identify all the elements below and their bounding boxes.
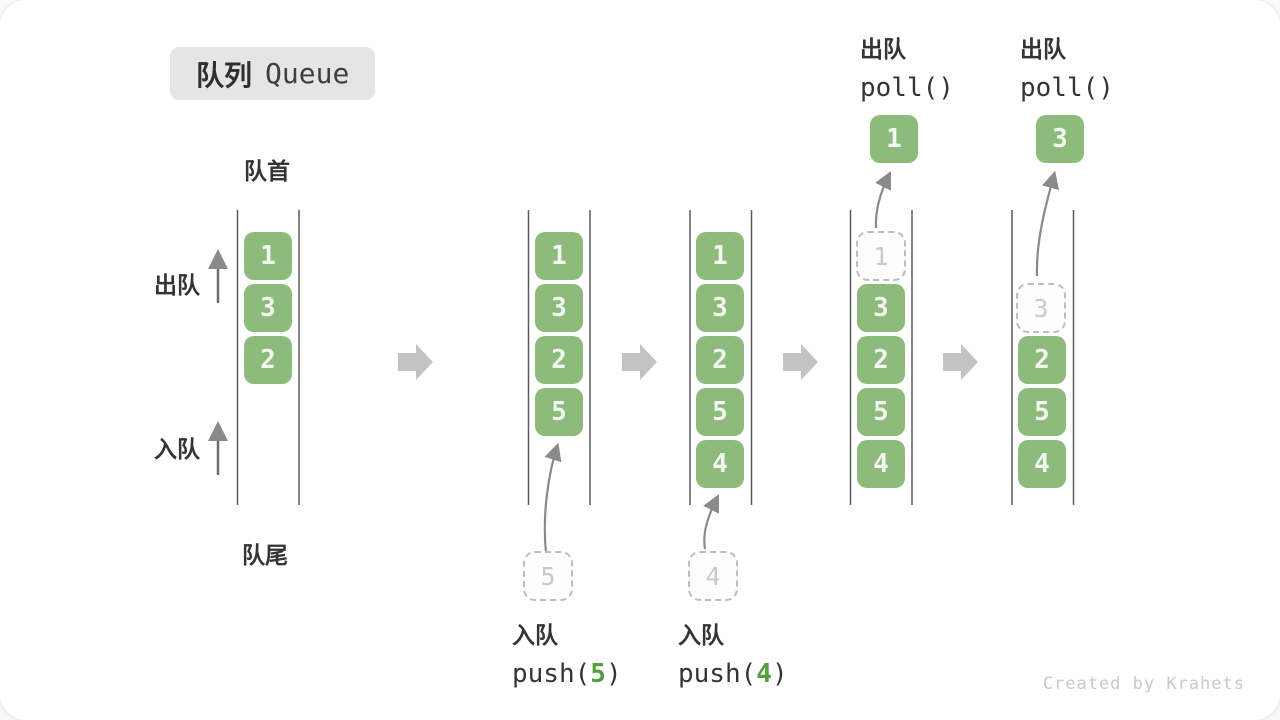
enqueue-side-label: 入队 <box>154 437 200 463</box>
poll2-code: poll() <box>1020 73 1114 103</box>
queue-cell: 5 <box>696 388 744 436</box>
title-zh: 队列 <box>196 58 253 92</box>
push4-operation-label: 入队 push(4) <box>678 616 788 689</box>
popped-cell: 1 <box>870 115 918 163</box>
queue-cell: 5 <box>535 388 583 436</box>
queue-container-walls <box>236 210 1075 505</box>
poll1-cjk: 出队 <box>860 37 906 63</box>
queue-cell: 4 <box>1018 440 1066 488</box>
step-arrow-icon-1 <box>398 344 433 380</box>
push4-code: push(4) <box>678 659 788 689</box>
popped-cell: 3 <box>1036 115 1084 163</box>
queue-cell: 2 <box>696 336 744 384</box>
watermark: Created by Krahets <box>1042 674 1245 694</box>
step-arrow-icon-3 <box>783 344 818 380</box>
step-arrow-icon-2 <box>622 344 657 380</box>
queue-cell: 3 <box>696 284 744 332</box>
queue-cell: 5 <box>857 388 905 436</box>
pending-cell: 4 <box>688 551 738 601</box>
poll1-pointer-arrow-icon <box>874 171 891 229</box>
poll2-pointer-arrow-icon <box>1035 170 1059 277</box>
queue-cell: 1 <box>696 232 744 280</box>
queue-cell: 2 <box>1018 336 1066 384</box>
push4-cjk: 入队 <box>678 623 724 649</box>
title-badge: 队列 Queue <box>170 47 376 100</box>
dequeue-side-label: 出队 <box>154 273 200 299</box>
queue-cell: 5 <box>1018 388 1066 436</box>
queue-cell: 4 <box>696 440 744 488</box>
poll1-operation-label: 出队 poll() <box>860 30 954 103</box>
push4-pointer-arrow-icon <box>703 494 719 550</box>
push5-operation-label: 入队 push(5) <box>512 616 622 689</box>
pointer-arrows <box>543 170 1059 554</box>
queue-cell: 1 <box>244 232 292 280</box>
queue-cell: 2 <box>857 336 905 384</box>
queue-cell: 2 <box>535 336 583 384</box>
push5-code: push(5) <box>512 659 622 689</box>
queue-cell: 1 <box>535 232 583 280</box>
ghost-cell: 3 <box>1016 283 1066 333</box>
step-arrows <box>398 344 978 380</box>
step-arrow-icon-4 <box>943 344 978 380</box>
push5-pointer-arrow-icon <box>543 442 562 554</box>
pending-cell: 5 <box>523 551 573 601</box>
poll1-code: poll() <box>860 73 954 103</box>
push5-cjk: 入队 <box>512 623 558 649</box>
poll2-cjk: 出队 <box>1020 37 1066 63</box>
poll2-operation-label: 出队 poll() <box>1020 30 1114 103</box>
queue-cell: 3 <box>535 284 583 332</box>
queue-cell: 3 <box>244 284 292 332</box>
queue-cell: 3 <box>857 284 905 332</box>
title-en: Queue <box>265 57 350 90</box>
queue-cell: 4 <box>857 440 905 488</box>
queue-front-label: 队首 <box>244 159 290 185</box>
queue-cell: 2 <box>244 336 292 384</box>
queue-rear-label: 队尾 <box>242 543 288 569</box>
ghost-cell: 1 <box>856 231 906 281</box>
